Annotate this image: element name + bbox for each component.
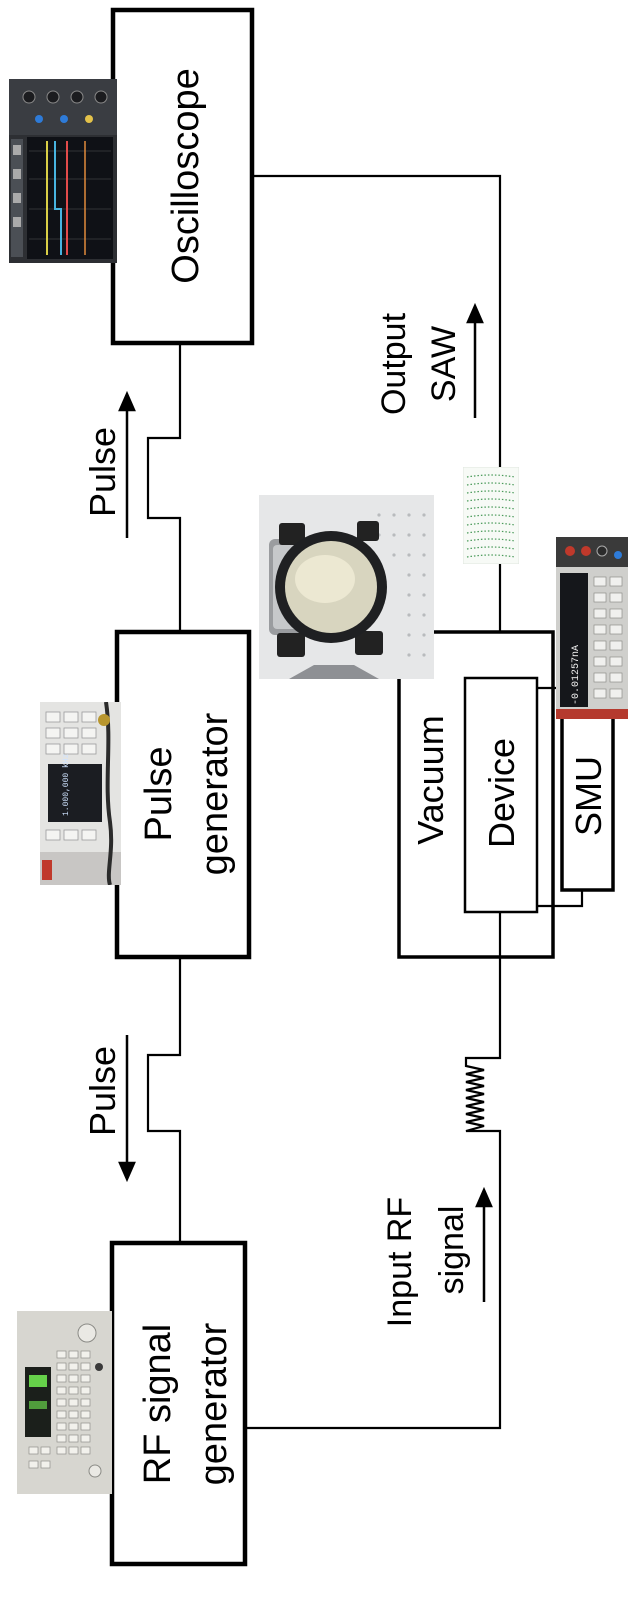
arrow-pulse-top-head [120, 394, 134, 410]
output-saw-label-line2: SAW [425, 326, 463, 402]
pulse-generator-photo: 1.000,000 kHz [40, 702, 121, 885]
vacuum-chamber-photo [259, 495, 434, 679]
output-saw-label-line1: Output [375, 312, 413, 415]
arrow-pulse-bottom-head [120, 1163, 134, 1179]
wire-device-smu-b [537, 890, 582, 906]
wire-pulse-bottom [148, 957, 180, 1243]
smu-label: SMU [568, 756, 609, 836]
smu-display-readout: -0.01257nA [571, 645, 582, 705]
input-rf-label-line1: Input RF [381, 1197, 419, 1327]
arrow-output-saw-head [468, 306, 482, 322]
input-rf-label-line2: signal [433, 1206, 471, 1295]
saw-wave-image [463, 467, 519, 564]
device-label: Device [481, 738, 522, 848]
oscilloscope-label: Oscilloscope [165, 68, 207, 283]
pulse-bottom-label: Pulse [82, 1046, 123, 1136]
rf-generator-label-line2: generator [193, 1322, 235, 1485]
vacuum-label: Vacuum [410, 715, 451, 844]
pulse-generator-label-line1: Pulse [138, 746, 180, 841]
rf-generator-photo [17, 1311, 112, 1494]
wire-device-input [245, 912, 500, 1428]
arrow-input-rf-head [477, 1190, 491, 1206]
oscilloscope-photo [9, 79, 117, 263]
pulse-generator-display-readout: 1.000,000 kHz [62, 753, 71, 816]
pulse-generator-label-line2: generator [194, 712, 236, 875]
smu-photo: -0.01257nA [556, 537, 628, 719]
pulse-top-label: Pulse [82, 427, 123, 517]
rf-generator-label-line1: RF signal [137, 1324, 179, 1485]
wire-pulse-top [148, 343, 180, 632]
